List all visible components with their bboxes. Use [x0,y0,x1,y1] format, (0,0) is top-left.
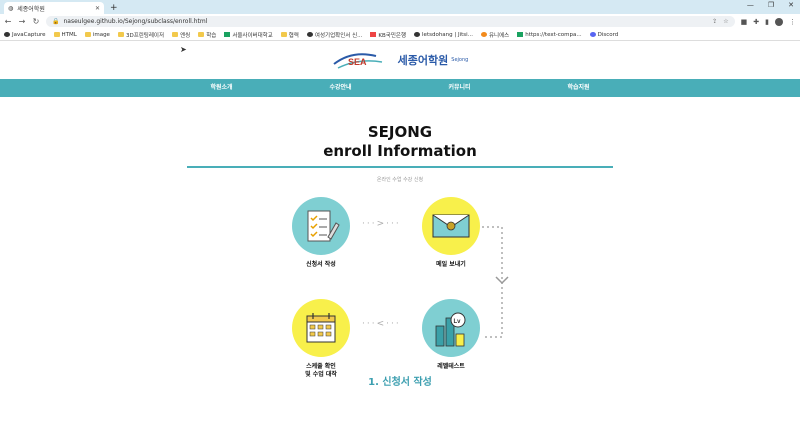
logo-swoosh-icon: SEA [333,53,382,69]
step-application: 신청서 작성 [291,197,351,269]
url-text: naseulgee.github.io/Sejong/subclass/enro… [63,18,208,25]
step-circle [422,197,480,255]
bookmark-item[interactable]: JavaCapture [4,32,46,38]
bookmark-item[interactable]: image [84,32,110,38]
step-label-line2: 및 수업 대작 [305,371,337,378]
bookmark-item[interactable]: KB국민은행 [370,31,406,39]
logo-sub: Sejong [451,57,469,63]
checklist-icon [307,210,340,242]
mouse-cursor-icon: ➤ [180,45,187,54]
site-icon [370,32,377,37]
step-email: 메일 보내기 [421,197,481,269]
menu-item-about[interactable]: 학원소개 [210,84,233,91]
title-block: SEJONG enroll Information 온라인 수업 수강 신청 [0,123,800,183]
arrow-left-icon: ···<··· [362,319,401,329]
discord-icon [589,32,596,37]
puzzle-icon[interactable]: ✚ [753,17,760,26]
bookmark-item[interactable]: 엔씽 [172,31,190,39]
tab-title: 세종어학원 [17,5,45,13]
bookmark-item[interactable]: letsdohang | Jitsi... [414,32,473,38]
page-subtitle: enroll Information [323,142,477,160]
step-level-test: Lv 레벨테스트 [421,299,481,371]
arrow-right-icon: ···>··· [362,219,401,229]
step-label: 메일 보내기 [436,261,466,268]
bookmarks-bar: JavaCapture HTML image 3D프린팅레이저 엔씽 학습 서울… [0,29,800,41]
bookmark-item[interactable]: https://text-compa... [517,32,582,38]
connector-down [482,226,509,338]
bookmark-item[interactable]: 서울사이버대학교 [224,31,273,39]
bookmark-item[interactable]: 협력 [280,31,299,39]
envelope-icon [432,214,470,238]
main-menu: 학원소개 수강안내 커뮤니티 학습지원 [0,79,800,97]
step-circle: Lv [422,299,480,357]
site-logo[interactable]: SEA 세종어학원 Sejong [332,50,469,70]
url-input[interactable]: 🔒 naseulgee.github.io/Sejong/subclass/en… [46,16,735,27]
folder-icon [53,32,60,37]
logo-name: 세종어학원 [397,54,449,67]
lock-icon: 🔒 [52,18,60,25]
step-schedule: 스케줄 확인 및 수업 대작 [291,299,351,379]
browser-tabbar: ◍ 세종어학원 ✕ + — ❐ ✕ [0,0,800,14]
new-tab-button[interactable]: + [110,3,118,13]
bookmark-item[interactable]: HTML [53,32,77,38]
window-controls: — ❐ ✕ [747,1,794,9]
step-circle [292,197,350,255]
bookmark-item[interactable]: 3D프린팅레이저 [117,31,164,39]
profile-avatar[interactable] [775,17,783,26]
folder-icon [117,32,124,37]
calendar-icon [306,313,336,343]
globe-icon [306,32,313,37]
browser-tab[interactable]: ◍ 세종어학원 ✕ [4,2,104,14]
restore-icon[interactable]: ❐ [767,1,775,9]
menu-item-courses[interactable]: 수강안내 [329,84,352,91]
subcaption: 온라인 수업 수강 신청 [376,177,424,183]
share-icon[interactable]: ⇪ [712,18,718,25]
back-icon[interactable]: ← [4,17,12,26]
folder-icon [84,32,91,37]
section-heading: 1. 신청서 작성 [368,377,432,388]
bar-chart-icon: Lv [435,312,466,347]
step-label: 스케줄 확인 [306,363,336,370]
globe-icon: ◍ [8,4,14,12]
site-icon [224,32,231,37]
kebab-menu-icon[interactable]: ⋮ [789,17,796,26]
extension-icon[interactable]: ■ [740,17,748,26]
star-icon[interactable]: ☆ [723,18,729,25]
site-header: ➤ SEA 세종어학원 Sejong [0,41,800,79]
bookmark-item[interactable]: 학습 [198,31,216,39]
close-icon[interactable]: ✕ [94,4,100,12]
site-icon [480,32,487,37]
logo-mark: SEA [348,57,367,67]
menu-item-support[interactable]: 학습지원 [567,84,590,91]
folder-icon [198,32,205,37]
window-close-icon[interactable]: ✕ [788,1,794,9]
step-label: 레벨테스트 [437,363,465,370]
globe-icon [414,32,421,37]
site-icon [517,32,524,37]
enroll-flow: 신청서 작성 ···>··· 메일 보내기 Lv 레벨테스트 [0,183,800,388]
page-title: SEJONG [367,123,433,141]
svg-text:Lv: Lv [454,319,462,325]
forward-icon[interactable]: → [18,17,26,26]
folder-icon [172,32,179,37]
bookmark-item[interactable]: 여성기업확인서 신... [306,31,362,39]
globe-icon [4,32,10,37]
address-bar: ← → ↻ 🔒 naseulgee.github.io/Sejong/subcl… [0,14,800,29]
bookmark-item[interactable]: 유니에스 [480,31,509,39]
folder-icon [280,32,287,37]
reload-icon[interactable]: ↻ [32,17,40,26]
minimize-icon[interactable]: — [746,1,754,9]
step-label: 신청서 작성 [306,261,336,268]
step-circle [292,299,350,357]
sidebar-icon[interactable]: ▮ [765,17,769,26]
bookmark-item[interactable]: Discord [589,32,618,38]
menu-item-community[interactable]: 커뮤니티 [448,84,471,91]
title-divider [187,166,613,168]
